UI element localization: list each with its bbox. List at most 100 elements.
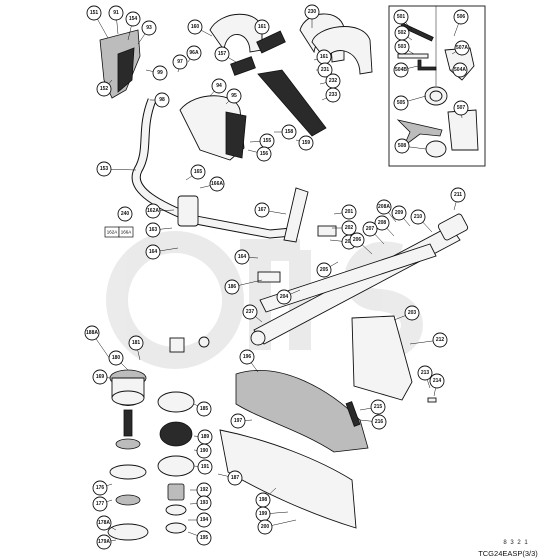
callout-c161b: 161 xyxy=(313,49,332,65)
callout-label: 232 xyxy=(329,78,338,84)
callout-label: 155 xyxy=(263,138,272,144)
callout-label: 188A xyxy=(86,330,98,336)
callout-label: 166A xyxy=(211,181,223,187)
callout-label: 91 xyxy=(113,10,119,16)
callout-c192: 192 xyxy=(190,482,212,498)
callout-c190: 190 xyxy=(193,443,212,459)
callout-label: 167 xyxy=(258,207,267,213)
callout-c201: 201 xyxy=(333,204,357,220)
callout-label: 177 xyxy=(96,501,105,507)
callout-c204: 204 xyxy=(276,289,301,305)
callout-label: 212 xyxy=(436,337,445,343)
callout-label: 96A xyxy=(189,50,199,56)
callout-c164b: 164 xyxy=(234,249,259,265)
callout-label: 164 xyxy=(238,254,247,260)
callout-c180: 180 xyxy=(108,350,129,371)
callout-c195: 195 xyxy=(187,530,212,546)
callout-c189: 189 xyxy=(193,429,213,445)
callout-label: 158 xyxy=(285,129,294,135)
callout-label: 231 xyxy=(321,67,330,73)
callout-label: 211 xyxy=(454,192,462,198)
callout-label: 207 xyxy=(366,226,375,232)
callout-label: 169 xyxy=(96,374,105,380)
callout-c202: 202 xyxy=(332,220,357,236)
callout-c199: 199 xyxy=(255,506,289,522)
callout-c164a: 164 xyxy=(145,244,179,260)
callout-label: 216 xyxy=(375,419,384,425)
callout-c163: 163 xyxy=(145,222,173,238)
callout-c186: 186 xyxy=(224,279,263,295)
callout-c198: 198 xyxy=(255,487,277,508)
callout-label: 233 xyxy=(329,92,338,98)
sub-label-c166a_box: 166A xyxy=(121,230,132,235)
callout-c213: 213 xyxy=(417,365,433,389)
callout-label: 165 xyxy=(194,169,203,175)
callout-c505: 505 xyxy=(393,95,427,111)
callout-c161a: 161 xyxy=(254,19,270,40)
callout-c191: 191 xyxy=(193,459,213,475)
callout-label: 191 xyxy=(201,464,210,470)
callout-label: 203 xyxy=(345,239,354,245)
callout-label: 159 xyxy=(302,140,311,146)
callout-label: 208 xyxy=(378,220,387,226)
callout-c210: 210 xyxy=(410,209,433,233)
callout-label: 193 xyxy=(200,500,209,506)
callout-label: 202 xyxy=(345,225,354,231)
callout-label: 507A xyxy=(456,45,468,51)
sub-label-c162a_box: 162A xyxy=(107,230,118,235)
allen-key-part xyxy=(417,59,437,71)
callout-label: 93 xyxy=(146,25,152,31)
callout-c151: 151 xyxy=(86,5,109,39)
callout-label: 230 xyxy=(308,9,317,15)
callout-c153: 153 xyxy=(96,161,137,177)
callout-c207: 207 xyxy=(362,221,385,245)
callout-label: 200 xyxy=(261,524,270,530)
callout-label: 153 xyxy=(100,166,109,172)
callout-c504a: 504A xyxy=(450,62,468,78)
callout-c508: 508 xyxy=(394,138,427,154)
callout-c194: 194 xyxy=(188,512,212,528)
callout-label: 198 xyxy=(259,497,268,503)
diagram-model-label: TCG24EASP(3/3) xyxy=(478,549,538,558)
callout-label: 507 xyxy=(457,105,466,111)
callout-c503: 503 xyxy=(394,39,415,55)
callout-c181: 181 xyxy=(128,335,144,361)
callout-label: 503 xyxy=(398,44,407,50)
cord-coil-part xyxy=(425,140,447,158)
callout-label: 163 xyxy=(149,227,158,233)
callout-label: 501 xyxy=(397,14,406,20)
callout-label: 194 xyxy=(200,517,209,523)
callout-c176: 176 xyxy=(92,480,113,496)
callout-label: 213 xyxy=(421,370,430,376)
callout-c203b: 203 xyxy=(393,305,420,321)
callout-c177: 177 xyxy=(92,496,113,512)
callout-label: 208A xyxy=(378,204,390,210)
callout-c209: 209 xyxy=(391,205,411,227)
callout-c152: 152 xyxy=(96,79,113,97)
callout-c232: 232 xyxy=(319,73,341,89)
callout-c507a: 507A xyxy=(451,40,470,56)
callout-c206: 206 xyxy=(349,232,373,255)
callout-label: 215 xyxy=(374,404,383,410)
callout-c187: 187 xyxy=(217,470,243,486)
callout-label: 209 xyxy=(395,210,404,216)
callout-c208: 208 xyxy=(374,215,395,237)
callout-label: 98 xyxy=(159,97,165,103)
callout-c98: 98 xyxy=(150,92,170,108)
callout-label: 186 xyxy=(228,284,237,290)
callout-label: 190 xyxy=(200,448,209,454)
callout-c197: 197 xyxy=(230,413,253,429)
callout-label: 151 xyxy=(90,10,99,16)
cable-and-shaft xyxy=(131,98,309,243)
callout-label: 206 xyxy=(353,237,362,243)
callout-label: 181 xyxy=(132,340,141,346)
callout-c216: 216 xyxy=(359,414,387,430)
callout-label: 185 xyxy=(200,406,209,412)
callout-c155: 155 xyxy=(249,133,275,149)
callout-label: 502 xyxy=(398,30,407,36)
callout-c237: 237 xyxy=(242,304,263,323)
callout-label: 199 xyxy=(259,511,268,517)
callout-c185: 185 xyxy=(193,401,212,417)
